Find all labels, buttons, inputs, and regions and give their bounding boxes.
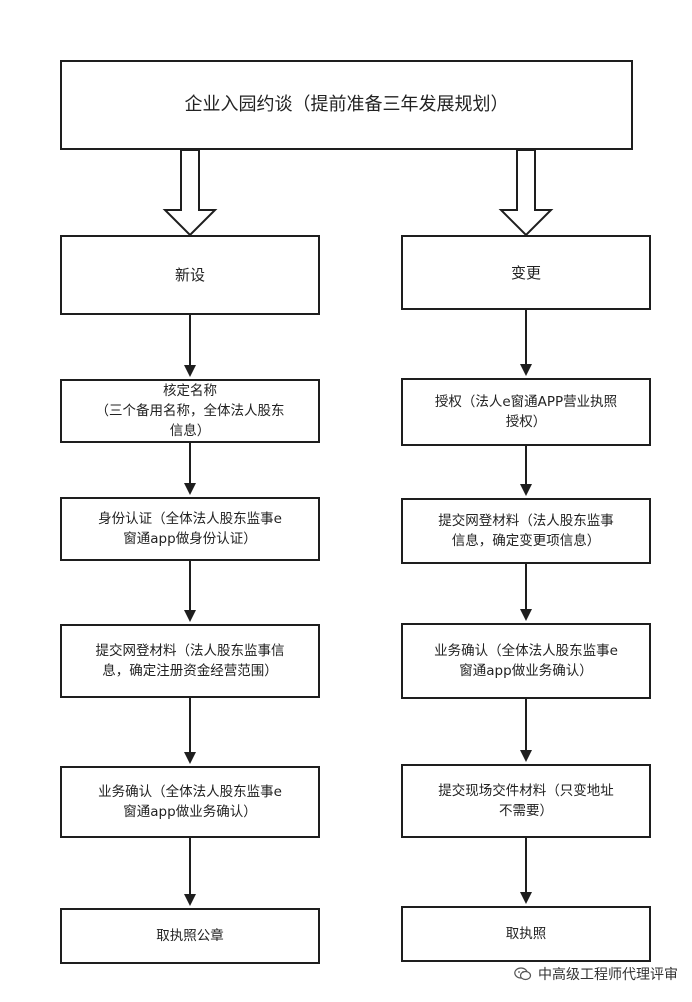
wechat-icon	[514, 967, 532, 981]
watermark: 中高级工程师代理评审	[514, 964, 678, 984]
left-header-label: 新设	[174, 266, 205, 284]
right-header-label: 变更	[510, 263, 541, 282]
right-step-label: 授权（法人e窗通APP营业执照 授权）	[434, 394, 618, 430]
left-step-box: 身份认证（全体法人股东监事e 窗通app做身份认证）	[60, 497, 320, 561]
left-step-label: 提交网登材料（法人股东监事信 息，确定注册资金经营范围）	[95, 643, 285, 679]
right-step-label: 提交现场交件材料（只变地址 不需要）	[438, 783, 614, 819]
hollow-arrow-left	[162, 149, 218, 237]
left-step-box: 取执照公章	[60, 908, 320, 964]
left-step-box: 核定名称 （三个备用名称，全体法人股东 信息）	[60, 379, 320, 443]
left-step-label: 身份认证（全体法人股东监事e 窗通app做身份认证）	[98, 511, 282, 547]
left-header-box: 新设	[60, 235, 320, 315]
right-step-box: 授权（法人e窗通APP营业执照 授权）	[401, 378, 651, 446]
right-step-label: 提交网登材料（法人股东监事 信息，确定变更项信息）	[438, 513, 614, 549]
left-step-label: 核定名称 （三个备用名称，全体法人股东 信息）	[95, 383, 285, 439]
left-step-label: 业务确认（全体法人股东监事e 窗通app做业务确认）	[98, 784, 282, 820]
right-header-box: 变更	[401, 235, 651, 310]
hollow-arrow-right	[498, 149, 554, 237]
right-step-box: 提交现场交件材料（只变地址 不需要）	[401, 764, 651, 838]
left-step-box: 业务确认（全体法人股东监事e 窗通app做业务确认）	[60, 766, 320, 838]
left-step-label: 取执照公章	[156, 928, 224, 944]
left-step-box: 提交网登材料（法人股东监事信 息，确定注册资金经营范围）	[60, 624, 320, 698]
right-step-label: 业务确认（全体法人股东监事e 窗通app做业务确认）	[434, 643, 618, 679]
watermark-text: 中高级工程师代理评审	[538, 967, 678, 983]
right-step-box: 提交网登材料（法人股东监事 信息，确定变更项信息）	[401, 498, 651, 564]
top-box-enterprise-interview: 企业入园约谈（提前准备三年发展规划）	[60, 60, 633, 150]
right-step-box: 取执照	[401, 906, 651, 962]
right-step-label: 取执照	[505, 926, 547, 942]
top-box-label: 企业入园约谈（提前准备三年发展规划）	[184, 94, 509, 115]
right-step-box: 业务确认（全体法人股东监事e 窗通app做业务确认）	[401, 623, 651, 699]
